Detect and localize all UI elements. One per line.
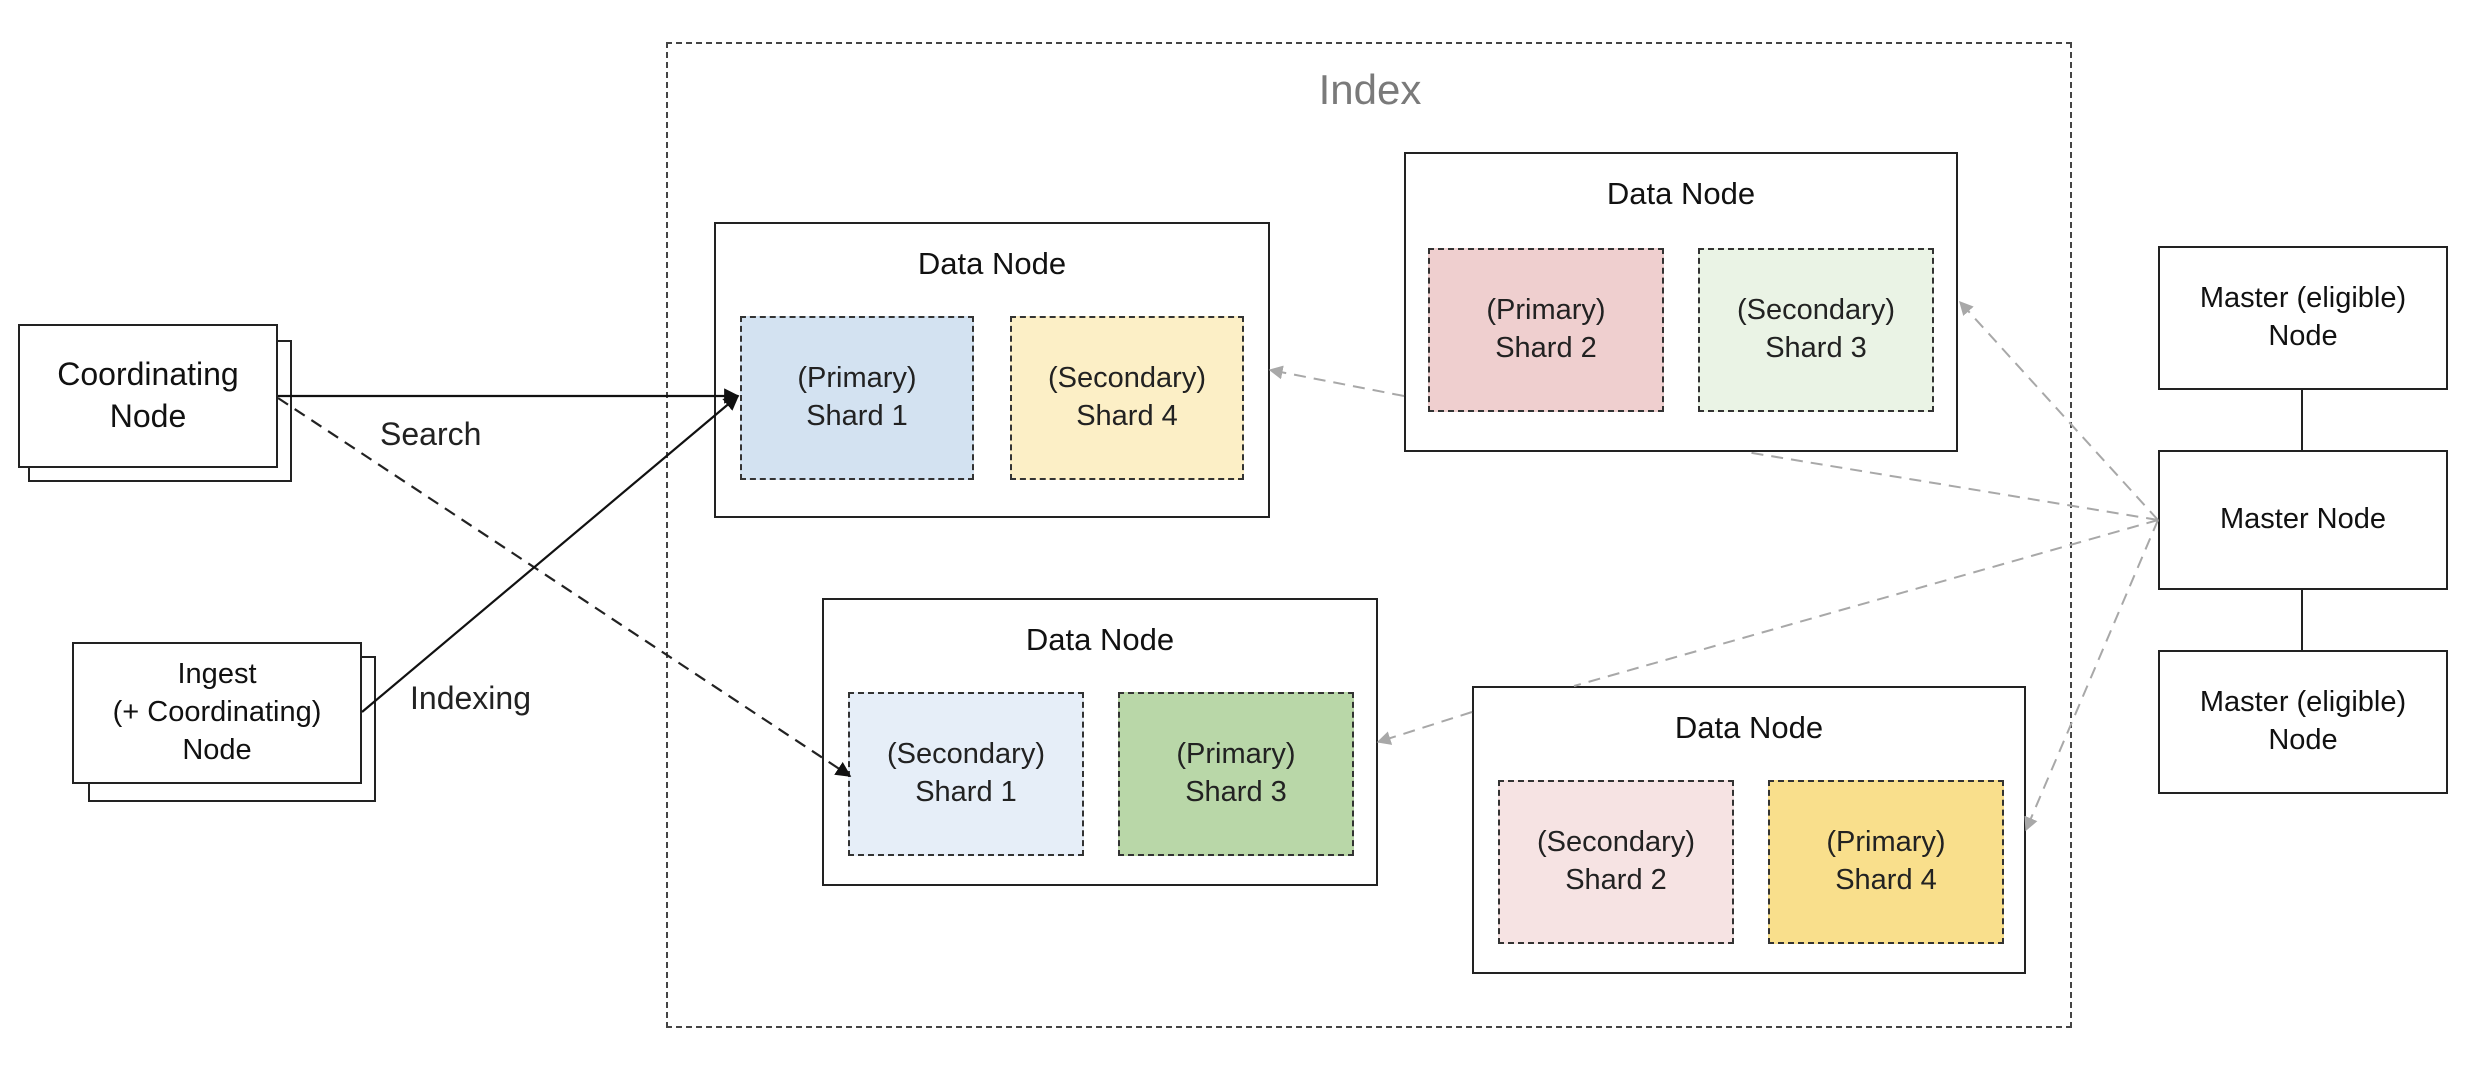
data-node: Data Node (Secondary) Shard 2 (Primary) …: [1472, 686, 2026, 974]
data-node-title: Data Node: [1025, 622, 1175, 657]
coordinating-node: Coordinating Node: [18, 324, 278, 468]
index-title: Index: [1318, 66, 1422, 113]
shard-box: (Primary) Shard 1: [740, 316, 974, 480]
data-node-title: Data Node: [1606, 176, 1756, 211]
data-node-title: Data Node: [1674, 710, 1824, 745]
indexing-label: Indexing: [410, 680, 531, 716]
data-node: Data Node (Secondary) Shard 1 (Primary) …: [822, 598, 1378, 886]
data-node: Data Node (Primary) Shard 2 (Secondary) …: [1404, 152, 1958, 452]
search-label: Search: [380, 416, 482, 452]
shard-box: (Secondary) Shard 1: [848, 692, 1084, 856]
shard-box: (Secondary) Shard 2: [1498, 780, 1734, 944]
ingest-node: Ingest (+ Coordinating) Node: [72, 642, 362, 784]
shard-box: (Primary) Shard 2: [1428, 248, 1664, 412]
master-node: Master Node: [2158, 450, 2448, 590]
master-eligible-node-top: Master (eligible) Node: [2158, 246, 2448, 390]
shard-box: (Primary) Shard 4: [1768, 780, 2004, 944]
data-node: Data Node (Primary) Shard 1 (Secondary) …: [714, 222, 1270, 518]
shard-box: (Secondary) Shard 4: [1010, 316, 1244, 480]
data-node-title: Data Node: [917, 246, 1067, 281]
shard-box: (Secondary) Shard 3: [1698, 248, 1934, 412]
master-eligible-node-bottom: Master (eligible) Node: [2158, 650, 2448, 794]
shard-box: (Primary) Shard 3: [1118, 692, 1354, 856]
